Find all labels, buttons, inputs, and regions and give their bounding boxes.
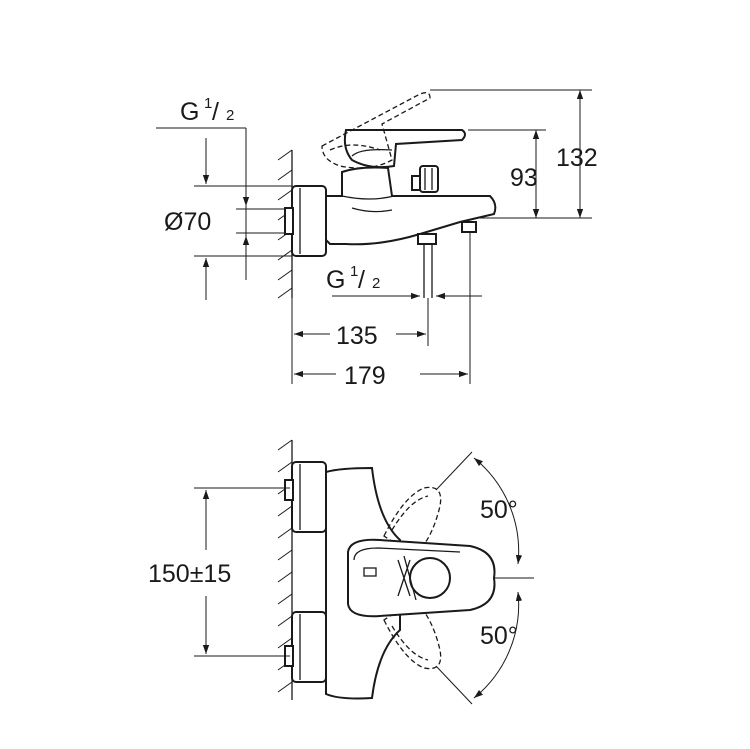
spout-aerator (461, 221, 477, 233)
dim-135-label: 135 (336, 322, 378, 350)
thread-bottom-base: G (326, 266, 345, 294)
centers-label: 150±15 (148, 560, 231, 588)
angle-down-label: 50° (480, 622, 518, 650)
escutcheon-top (291, 461, 327, 533)
angle-up-label: 50° (480, 496, 518, 524)
thread-bottom-slash: / (358, 266, 365, 294)
inlet-top (284, 479, 294, 501)
lever-emblem (363, 567, 377, 577)
thread-top-base: G (180, 98, 199, 126)
front-view: 50° 50° 150±15 (148, 439, 534, 705)
escutcheon-side (291, 185, 327, 257)
diverter-knob (411, 165, 439, 193)
shower-outlet (417, 233, 437, 245)
lever-down-outline (383, 599, 442, 670)
thread-bottom-numerator: 1 (350, 263, 358, 280)
thread-bottom-denominator: 2 (372, 275, 380, 292)
lever-cap-front (409, 557, 451, 599)
side-view: G 1 / 2 Ø70 93 132 G 1 / 2 135 179 (156, 89, 598, 390)
escutcheon-bottom (291, 611, 327, 683)
wall-connector (284, 207, 294, 235)
thread-top-slash: / (212, 98, 219, 126)
diameter-label: Ø70 (164, 208, 211, 236)
lever-raised-outline (321, 92, 431, 169)
dim-179-label: 179 (344, 362, 386, 390)
lever-up-outline (383, 486, 442, 557)
thread-top-denominator: 2 (226, 107, 234, 124)
thread-top-numerator: 1 (204, 95, 212, 112)
dim-93-label: 93 (510, 164, 538, 192)
dim-132-label: 132 (556, 144, 598, 172)
lever-handle-side (343, 129, 466, 169)
